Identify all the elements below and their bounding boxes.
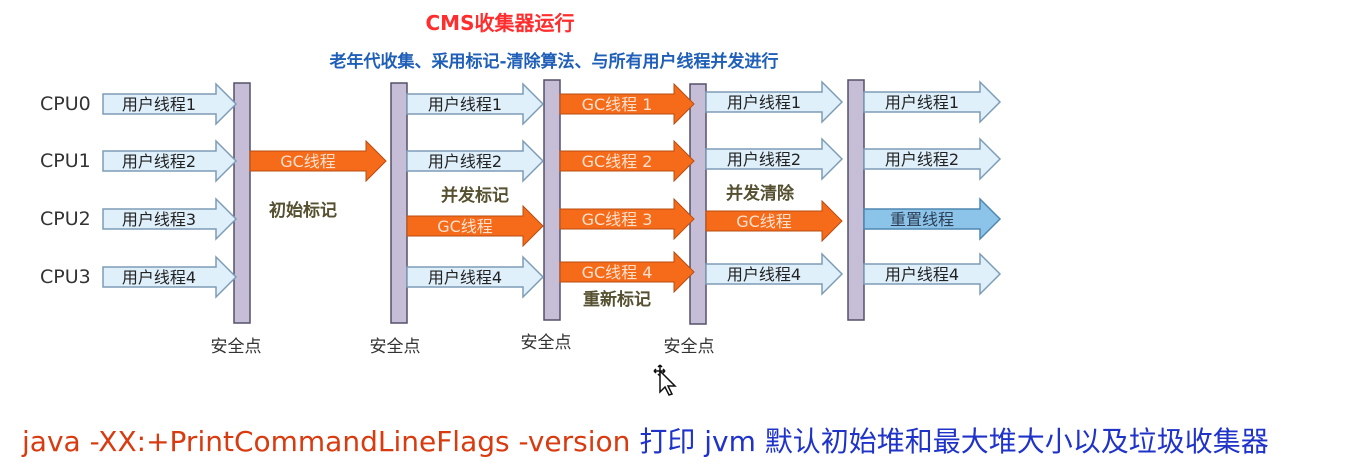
user-thread-label: 用户线程2 xyxy=(885,150,959,169)
safepoint-bar xyxy=(847,79,865,321)
safepoint-bar xyxy=(233,82,251,324)
user-thread-arrow: 用户线程3 xyxy=(102,197,238,241)
user-thread-label: 用户线程1 xyxy=(727,93,801,112)
reset-thread-label: 重置线程 xyxy=(890,210,954,229)
cpu-label: CPU2 xyxy=(40,208,91,230)
safepoint-bar xyxy=(543,79,561,321)
safepoint-bar xyxy=(689,83,707,325)
safepoint-label: 安全点 xyxy=(664,337,715,357)
user-thread-arrow: 用户线程2 xyxy=(102,139,238,183)
user-thread-label: 用户线程1 xyxy=(428,95,502,114)
phase-remark: 重新标记 xyxy=(583,289,651,310)
gc-thread-label: GC线程 4 xyxy=(582,263,653,282)
user-thread-arrow: 用户线程4 xyxy=(406,255,545,299)
cpu-label: CPU1 xyxy=(40,150,91,172)
gc-thread-label: GC线程 xyxy=(736,212,792,231)
user-thread-arrow: 用户线程1 xyxy=(406,82,545,126)
diagram-title: CMS收集器运行 xyxy=(425,11,575,35)
user-thread-arrow: 用户线程4 xyxy=(705,252,844,296)
gc-thread-arrow: GC线程 4 xyxy=(559,250,695,294)
gc-thread-label: GC线程 1 xyxy=(582,95,653,114)
user-thread-arrow: 用户线程2 xyxy=(705,137,844,181)
user-thread-arrow: 用户线程2 xyxy=(863,137,1002,181)
phase-concurrent-sweep: 并发清除 xyxy=(726,183,795,204)
gc-thread-arrow: GC线程 xyxy=(249,139,387,183)
gc-thread-label: GC线程 xyxy=(280,152,336,171)
user-thread-label: 用户线程4 xyxy=(885,265,959,284)
user-thread-arrow: 用户线程1 xyxy=(102,82,238,126)
command-description: 打印 jvm 默认初始堆和最大堆大小以及垃圾收集器 xyxy=(639,425,1269,458)
user-thread-label: 用户线程2 xyxy=(428,152,502,171)
mouse-cursor-icon xyxy=(653,364,677,396)
diagram-subtitle: 老年代收集、采用标记-清除算法、与所有用户线程并发进行 xyxy=(329,52,779,72)
phase-initial-mark: 初始标记 xyxy=(269,200,337,221)
reset-thread-arrow: 重置线程 xyxy=(863,197,1002,241)
user-thread-label: 用户线程4 xyxy=(428,268,502,287)
gc-thread-arrow: GC线程 xyxy=(705,199,843,243)
gc-thread-arrow: GC线程 2 xyxy=(559,139,695,183)
user-thread-label: 用户线程1 xyxy=(885,93,959,112)
gc-thread-label: GC线程 3 xyxy=(582,210,653,229)
safepoint-label: 安全点 xyxy=(370,337,421,357)
user-thread-arrow: 用户线程1 xyxy=(705,80,844,124)
safepoint-label: 安全点 xyxy=(521,333,572,353)
cpu-label: CPU3 xyxy=(40,266,91,288)
user-thread-arrow: 用户线程1 xyxy=(863,80,1002,124)
cpu-label: CPU0 xyxy=(40,93,91,115)
user-thread-arrow: 用户线程4 xyxy=(863,252,1002,296)
user-thread-arrow: 用户线程4 xyxy=(102,255,238,299)
user-thread-label: 用户线程2 xyxy=(727,150,801,169)
phase-concurrent-mark: 并发标记 xyxy=(441,185,509,206)
gc-thread-arrow: GC线程 1 xyxy=(559,82,695,126)
gc-thread-arrow: GC线程 3 xyxy=(559,197,695,241)
user-thread-label: 用户线程4 xyxy=(727,265,801,284)
user-thread-label: 用户线程3 xyxy=(122,210,196,229)
user-thread-label: 用户线程1 xyxy=(122,95,196,114)
safepoint-label: 安全点 xyxy=(211,337,262,357)
safepoint-bar xyxy=(390,82,408,324)
user-thread-label: 用户线程2 xyxy=(122,152,196,171)
gc-thread-label: GC线程 xyxy=(437,217,493,236)
user-thread-label: 用户线程4 xyxy=(122,268,196,287)
user-thread-arrow: 用户线程2 xyxy=(406,139,545,183)
gc-thread-arrow: GC线程 xyxy=(406,204,544,248)
gc-thread-label: GC线程 2 xyxy=(582,152,653,171)
command-text: java -XX:+PrintCommandLineFlags -version xyxy=(22,425,631,458)
command-description-line: java -XX:+PrintCommandLineFlags -version… xyxy=(22,420,1269,460)
